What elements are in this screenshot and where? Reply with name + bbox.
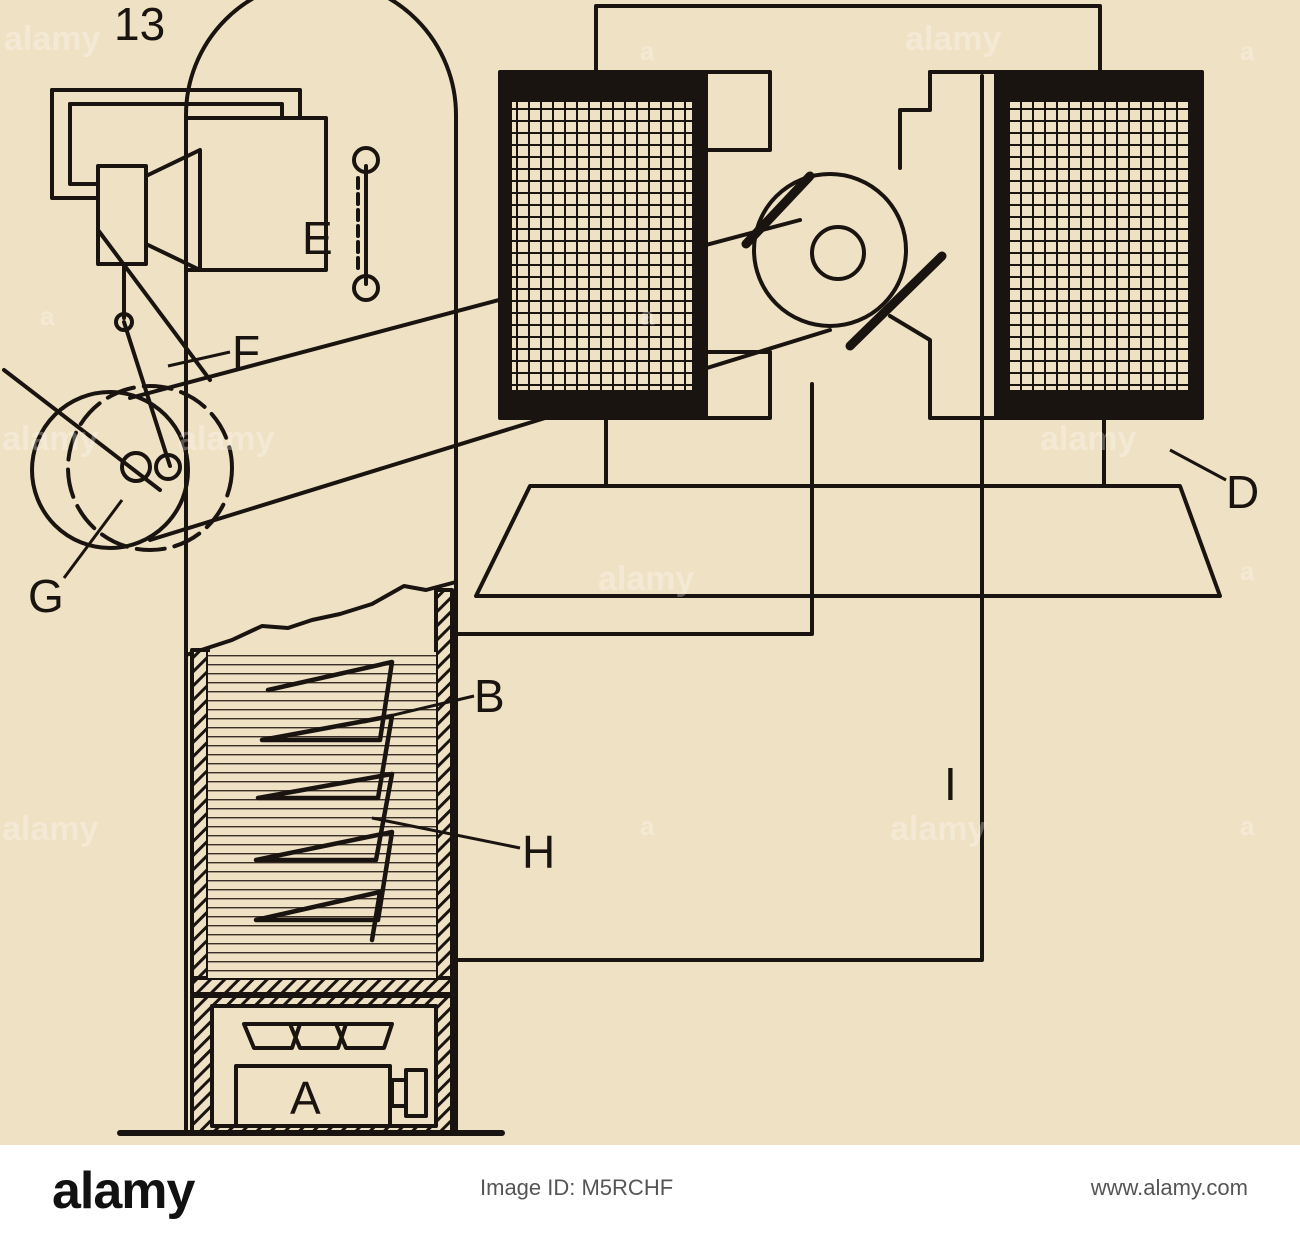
armature-pulley [752,172,908,328]
figure-number: 13 [114,0,165,50]
footer-bar: alamy Image ID: M5RCHF www.alamy.com [0,1145,1300,1237]
watermark: a [1240,556,1255,586]
watermark: a [1240,811,1255,841]
label-b: B [474,670,505,722]
site-url: www.alamy.com [1090,1175,1248,1200]
watermark: a [640,301,655,331]
label-f: F [232,326,260,378]
label-a: A [290,1072,321,1124]
watermark: alamy [1040,420,1136,458]
watermark: alamy [4,20,100,58]
label-d: D [1226,466,1259,518]
label-e: E [302,212,333,264]
regulator-box [184,116,328,272]
image-id: Image ID: M5RCHF [480,1175,674,1200]
tank-liquid [208,652,436,978]
label-h: H [522,826,555,878]
watermark: a [640,811,655,841]
watermark: alamy [2,420,98,458]
watermark: alamy [178,420,274,458]
label-i: I [944,758,957,810]
watermark: alamy [905,20,1001,58]
watermark: a [40,301,55,331]
valve-body [96,164,148,266]
watermark: alamy [598,560,694,598]
watermark: alamy [2,810,98,848]
watermark: a [640,36,655,66]
diagram: 13 E F G D B H I A alamy alamy alamy ala… [2,0,1259,1136]
alamy-logo: alamy [52,1162,195,1220]
label-g: G [28,570,64,622]
watermark: alamy [890,810,986,848]
heating-coil [253,659,395,943]
generator-housing [184,0,458,1135]
watermark: a [1240,36,1255,66]
flywheel [30,390,190,550]
